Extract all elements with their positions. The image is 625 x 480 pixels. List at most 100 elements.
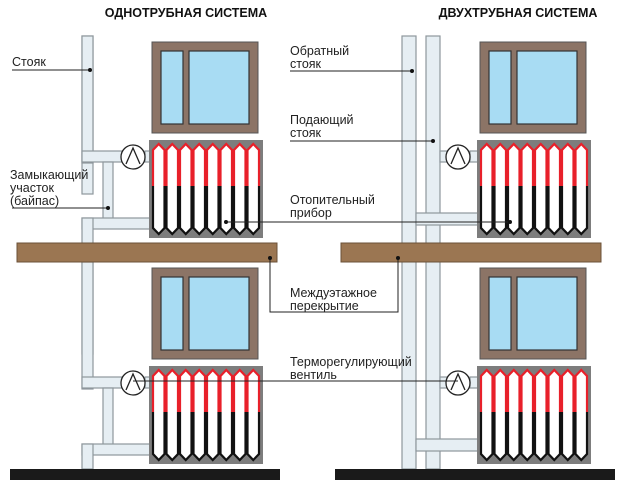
window [151,41,259,134]
label-floor-slab-1: Междуэтажное [290,286,377,300]
radiator-hot-edge [151,368,166,412]
radiator-hot-edge [560,368,575,412]
label-bypass-1: Замыкающий [10,168,88,182]
radiator-hot-edge [178,368,193,412]
radiator-cold-edge [165,412,180,462]
window-glass [188,50,250,125]
radiator-section [521,370,533,460]
thermostatic-valve-icon [445,370,471,396]
radiator-section [548,370,560,460]
radiator-hot-edge [547,368,562,412]
radiator-section [234,144,246,234]
valve-glyph [450,146,466,165]
radiator-cold-edge [151,186,166,236]
thermostatic-valve-icon [120,144,146,170]
radiator-section [508,144,520,234]
label-radiator-2: прибор [290,206,332,220]
pipe [415,438,479,452]
radiator-section [193,144,205,234]
window-glass [516,276,578,351]
window-glass [488,276,512,351]
radiator-hot-edge [219,142,234,186]
label-thermo-valve-1: Терморегулирующий [290,355,412,369]
radiator-cold-edge [219,186,234,236]
title-one-pipe: ОДНОТРУБНАЯ СИСТЕМА [105,6,267,20]
radiator-cold-edge [192,412,207,462]
label-supply-riser-2: стояк [290,126,322,140]
ground-right [335,469,615,480]
radiator-section [153,144,165,234]
label-return-riser-2: стояк [290,57,322,71]
radiator-hot-edge [560,142,575,186]
label-supply-riser-1: Подающий [290,113,354,127]
radiator-section [481,144,493,234]
radiator-cold-edge [574,412,589,462]
radiator-cold-edge [165,186,180,236]
radiator-cold-edge [246,412,261,462]
pipe [81,261,94,390]
pipe [81,35,94,164]
valve-glyph [125,146,141,165]
window-glass [488,50,512,125]
radiator-section [193,370,205,460]
label-riser: Стояк [12,55,46,69]
radiator-cold-edge [533,412,548,462]
radiator-hot-edge [533,142,548,186]
radiator-cold-edge [479,186,494,236]
thermostatic-valve-icon [445,144,471,170]
radiator-section [494,370,506,460]
pipe [469,150,479,163]
radiator-hot-edge [178,142,193,186]
radiator-hot-edge [506,368,521,412]
radiator-cold-edge [205,186,220,236]
window [479,267,587,360]
window-glass [188,276,250,351]
radiator-cold-edge [560,186,575,236]
radiator-section [166,144,178,234]
radiator-hot-edge [479,142,494,186]
radiator-cold-edge [205,412,220,462]
ground-left [10,469,280,480]
radiator-hot-edge [219,368,234,412]
title-two-pipe: ДВУХТРУБНАЯ СИСТЕМА [439,6,598,20]
radiator-cold-edge [479,412,494,462]
label-thermo-valve-2: вентиль [290,368,337,382]
radiator-cold-edge [547,412,562,462]
radiator-hot-edge [574,142,589,186]
radiator [477,366,591,464]
radiator-section [494,144,506,234]
leader-lines [12,68,512,382]
radiator-hot-edge [547,142,562,186]
radiator-hot-edge [232,368,247,412]
label-floor-slab-2: перекрытие [290,299,359,313]
radiator-section [207,370,219,460]
objects [16,41,602,464]
valve-glyph [450,372,466,391]
radiator [149,366,263,464]
radiator-hot-edge [520,368,535,412]
label-bypass-3: (байпас) [10,194,59,208]
radiator-cold-edge [520,412,535,462]
radiator [149,140,263,238]
valve-glyph [125,372,141,391]
radiator-hot-edge [192,368,207,412]
radiator-hot-edge [246,368,261,412]
radiator-section [166,370,178,460]
radiator-section [207,144,219,234]
radiator-cold-edge [232,412,247,462]
radiator-cold-edge [178,186,193,236]
radiator-hot-edge [520,142,535,186]
pipe [81,443,94,470]
thermostatic-valve-icon [120,370,146,396]
radiator-hot-edge [533,368,548,412]
pipe [81,376,123,389]
radiator-cold-edge [547,186,562,236]
floor-slab [16,242,278,263]
radiator-hot-edge [506,142,521,186]
radiator-section [180,370,192,460]
radiator-section [153,370,165,460]
radiator-hot-edge [574,368,589,412]
radiator-section [508,370,520,460]
radiator-section [535,370,547,460]
